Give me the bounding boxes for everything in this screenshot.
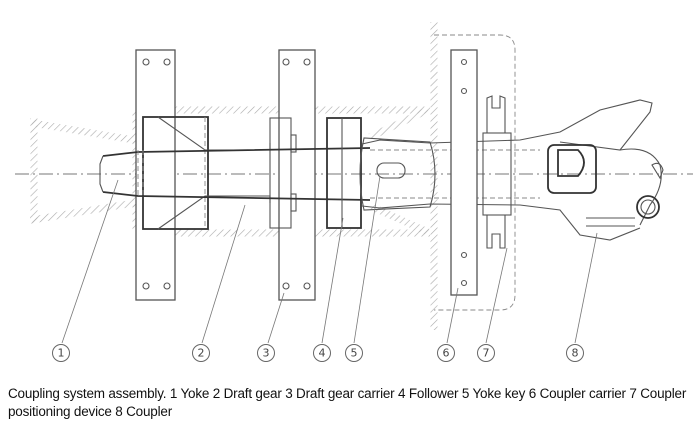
callout-number: 2 [198,347,205,360]
callout-6: 6 [437,344,455,362]
callout-number: 4 [319,347,326,360]
coupler-positioning-device [482,95,512,249]
draft-gear-carrier-left [135,49,176,301]
callout-number: 1 [58,347,65,360]
callout-number: 3 [263,347,270,360]
callout-4: 4 [313,344,331,362]
follower [326,117,362,229]
figure-caption: Coupling system assembly. 1 Yoke 2 Draft… [8,386,687,419]
callout-2: 2 [192,344,210,362]
car-body-hatching [30,22,438,330]
callout-number: 8 [572,347,579,360]
leader-lines [61,175,598,344]
callout-number: 6 [443,347,450,360]
callout-number: 7 [483,347,490,360]
coupling-assembly-drawing: 1 2 3 4 5 6 7 8 [15,22,693,362]
draft-gear-carrier-right [278,49,316,301]
callout-5: 5 [345,344,363,362]
yoke [99,147,371,201]
callout-1: 1 [52,344,70,362]
callout-3: 3 [257,344,275,362]
callout-number: 5 [351,347,358,360]
coupler-carrier [434,34,516,311]
callout-8: 8 [566,344,584,362]
callout-7: 7 [477,344,495,362]
coupler-head [547,144,664,227]
